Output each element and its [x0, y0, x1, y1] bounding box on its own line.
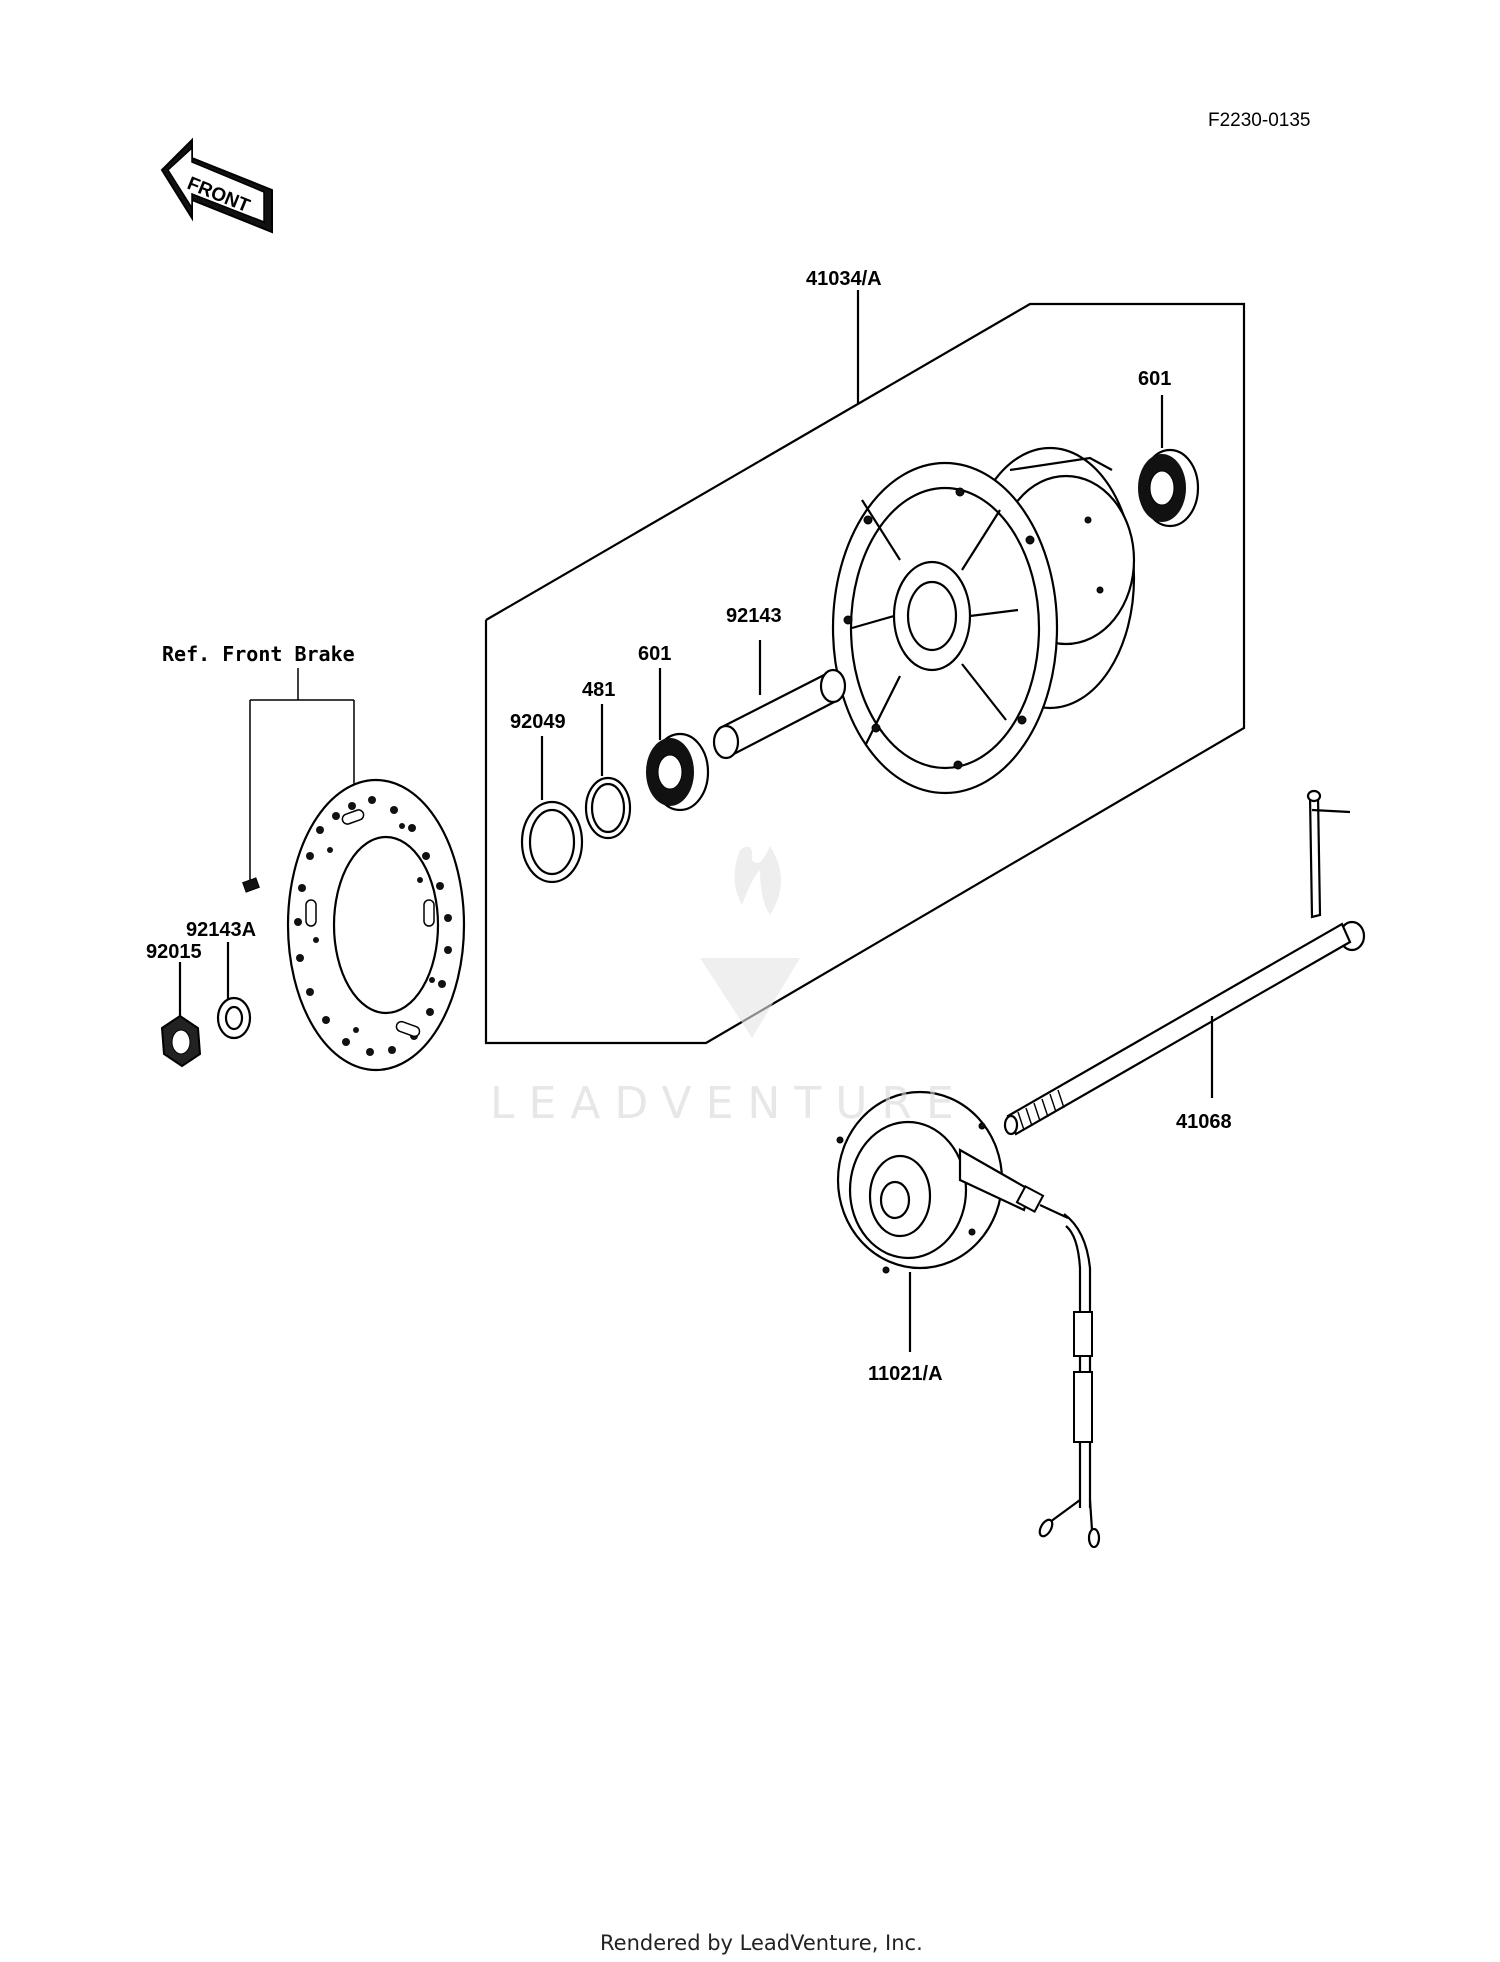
- footer-credit: Rendered by LeadVenture, Inc.: [600, 1931, 923, 1955]
- label-481: 481: [582, 679, 615, 701]
- bearing-left: [646, 732, 710, 812]
- label-11021-a: 11021/A: [868, 1363, 943, 1385]
- ref-front-brake-note: Ref. Front Brake: [162, 642, 355, 666]
- brake-disc-bolt: [242, 877, 260, 893]
- label-601-right: 601: [1138, 368, 1171, 390]
- label-92049: 92049: [510, 711, 566, 733]
- oil-seal: [520, 800, 584, 884]
- speed-sensor: [836, 1090, 1101, 1549]
- watermark-text: LEADVENTURE: [490, 1078, 968, 1129]
- ref-bracket: [249, 668, 355, 880]
- collar: [216, 996, 252, 1040]
- front-arrow-icon: FRONT: [160, 137, 273, 234]
- axle: [1003, 789, 1366, 1136]
- hub: [831, 446, 1136, 795]
- label-601-left: 601: [638, 643, 671, 665]
- brake-disc: [286, 778, 466, 1072]
- label-92143a: 92143A: [186, 919, 256, 941]
- label-92015: 92015: [146, 941, 202, 963]
- watermark: LEADVENTURE: [490, 846, 968, 1129]
- label-41068: 41068: [1176, 1111, 1232, 1133]
- axle-nut: [160, 1014, 202, 1068]
- label-92143: 92143: [726, 605, 782, 627]
- spacer-sleeve: [712, 668, 847, 760]
- label-41034-a: 41034/A: [806, 268, 882, 290]
- diagram-code: F2230-0135: [1208, 110, 1310, 131]
- hub-assembly-frame: [484, 290, 1246, 1045]
- circlip: [584, 776, 632, 840]
- bearing-right: [1138, 448, 1200, 528]
